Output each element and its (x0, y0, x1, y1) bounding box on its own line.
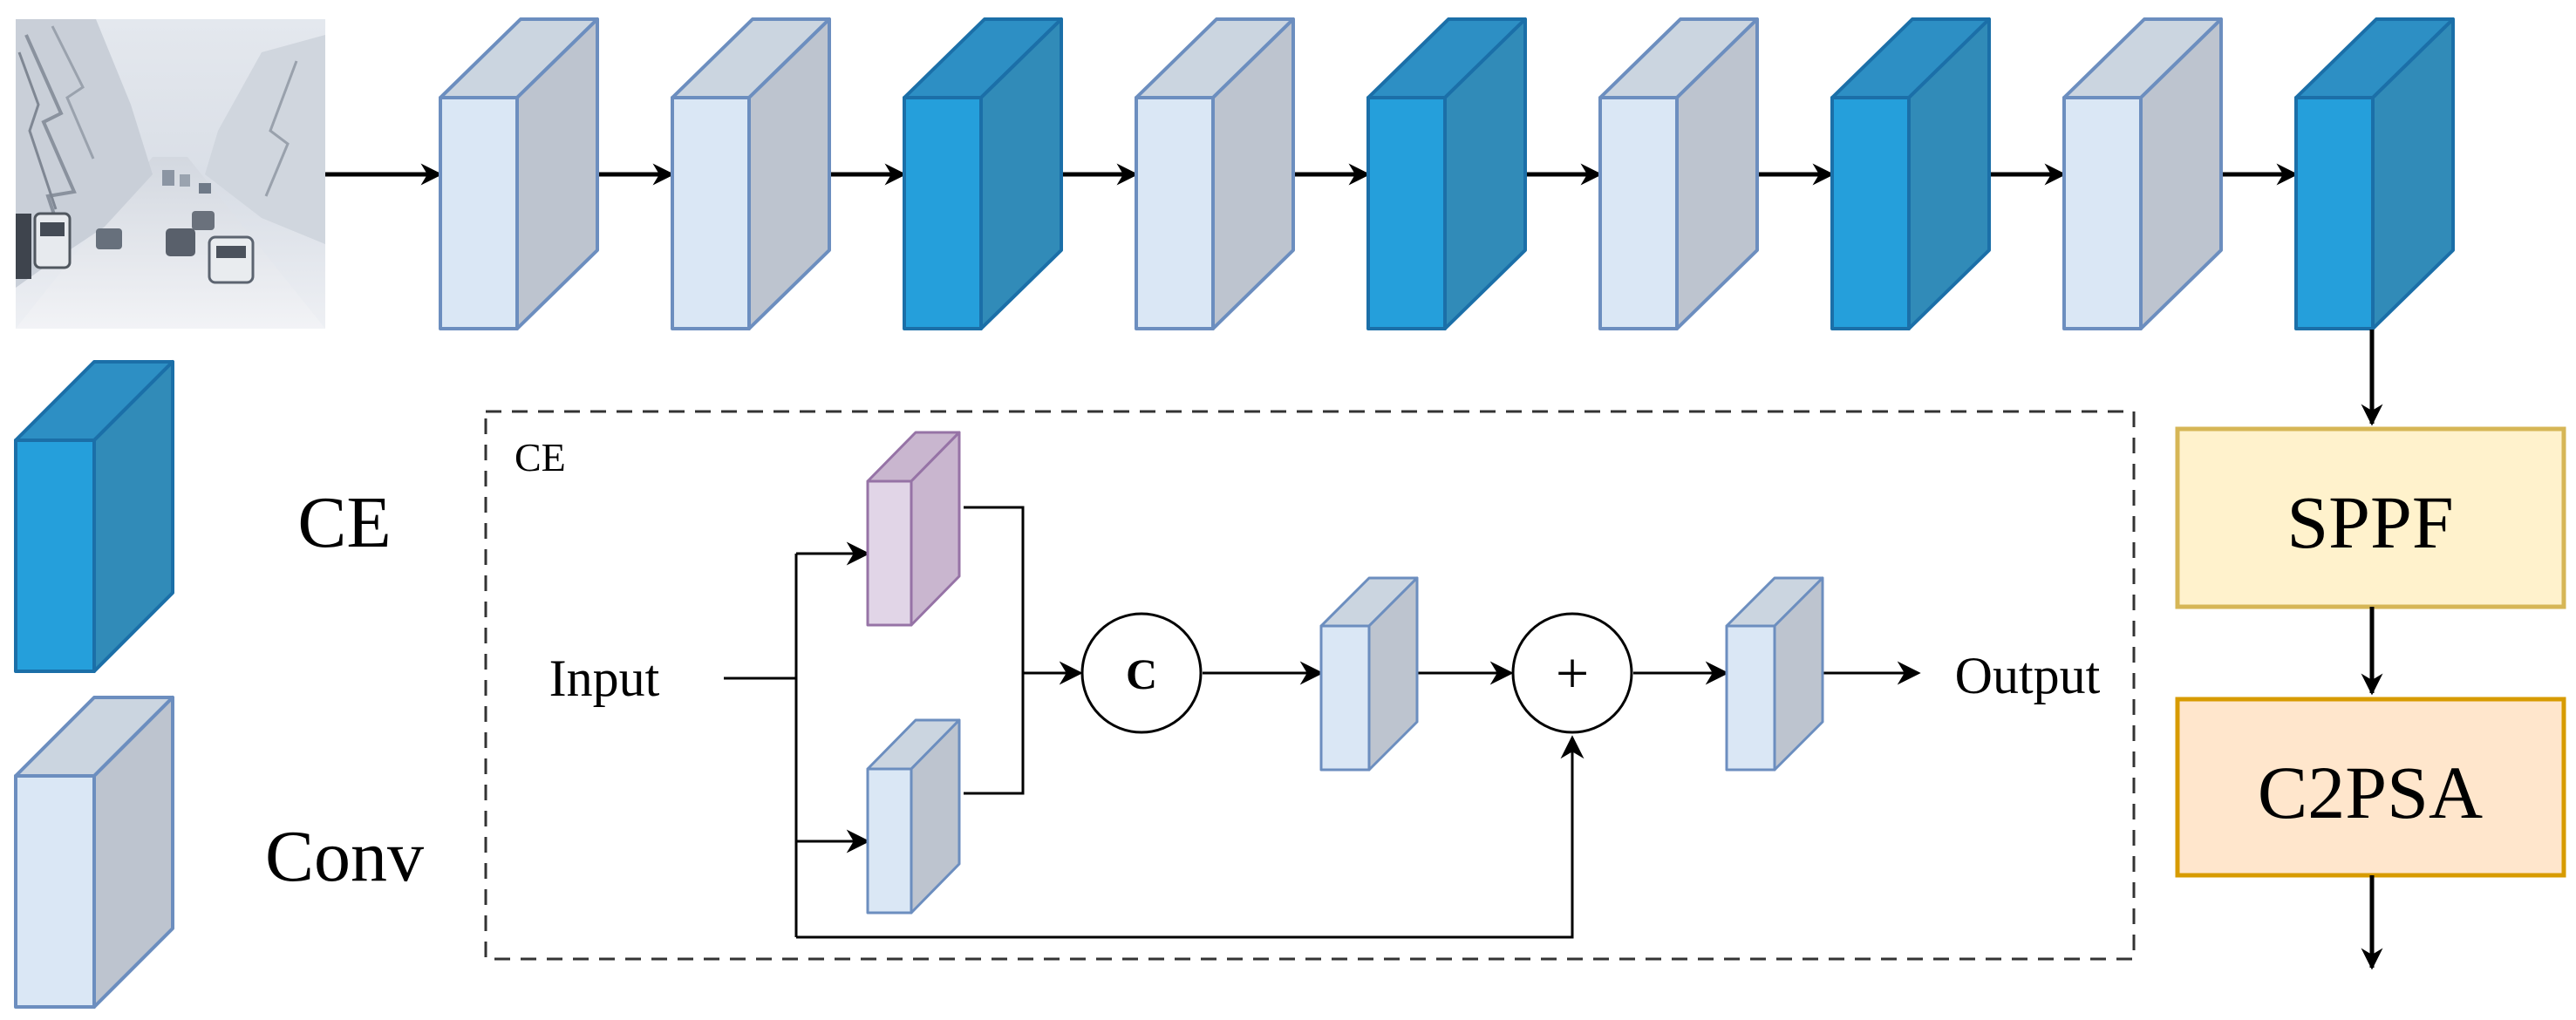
backbone-conv-block-2-front-face (671, 96, 751, 330)
ce-out-conv-block-front-face (1725, 624, 1776, 772)
legend-ce-label: CE (297, 482, 391, 563)
ce-branch-merge-line (964, 506, 1025, 795)
legend-ce-cube-front-face (14, 439, 96, 673)
ce-add-node: + (1511, 612, 1633, 734)
backbone-conv-block-4-front-face (1135, 96, 1215, 330)
legend-conv-block (14, 696, 174, 1009)
ce-out-conv-block (1725, 576, 1824, 772)
legend-conv-cube-front-face (14, 774, 96, 1009)
ce-residual-line (796, 735, 1584, 939)
backbone-ce-block-3-front-face (903, 96, 983, 330)
backbone-conv-block-2 (671, 17, 831, 330)
ce-small-cubes (866, 431, 1824, 915)
ce-mid-conv-block-front-face (1319, 624, 1371, 772)
ce-concat-node: C (1080, 612, 1203, 734)
backbone-conv-block-8-front-face (2062, 96, 2143, 330)
backbone-conv-block-8 (2062, 17, 2223, 330)
head: SPPF C2PSA (2175, 330, 2566, 970)
ce-output-label: Output (1955, 647, 2101, 704)
backbone-blocks (439, 17, 2455, 330)
ce-input-label: Input (549, 649, 660, 707)
backbone-conv-block-1 (439, 17, 599, 330)
backbone-ce-block-7 (1830, 17, 1991, 330)
ce-concat-symbol: C (1126, 649, 1157, 698)
ce-upper-branch-block (866, 431, 961, 627)
ce-module-border (484, 410, 2136, 961)
sppf-block (2175, 426, 2566, 609)
sppf-label: SPPF (2286, 480, 2453, 564)
input-image-snow-road (16, 19, 325, 329)
ce-lower-branch-block-front-face (866, 767, 913, 915)
backbone-ce-block-3 (903, 17, 1063, 330)
legend-ce-block (14, 360, 174, 673)
backbone-ce-block-7-front-face (1830, 96, 1911, 330)
ce-mid-conv-block (1319, 576, 1419, 772)
ce-module-title: CE (515, 435, 566, 479)
legend-conv-label: Conv (265, 816, 424, 897)
backbone-ce-block-5 (1366, 17, 1527, 330)
c2psa-block (2175, 697, 2566, 878)
legend: CE Conv (14, 360, 424, 1009)
ce-lower-branch-block (866, 718, 961, 915)
ce-connections (724, 506, 1921, 939)
ce-add-symbol: + (1556, 640, 1589, 706)
backbone-conv-block-6-front-face (1598, 96, 1679, 330)
backbone-conv-block-1-front-face (439, 96, 519, 330)
c2psa-label: C2PSA (2258, 751, 2483, 834)
legend-conv-cube (14, 696, 174, 1009)
backbone-conv-block-6 (1598, 17, 1759, 330)
backbone-ce-block-9 (2294, 17, 2455, 330)
backbone-ce-block-5-front-face (1366, 96, 1447, 330)
backbone-conv-block-4 (1135, 17, 1295, 330)
ce-upper-branch-block-front-face (866, 479, 913, 627)
legend-ce-cube (14, 360, 174, 673)
ce-module: CE Input Output C + (484, 410, 2136, 961)
backbone-ce-block-9-front-face (2294, 96, 2375, 330)
